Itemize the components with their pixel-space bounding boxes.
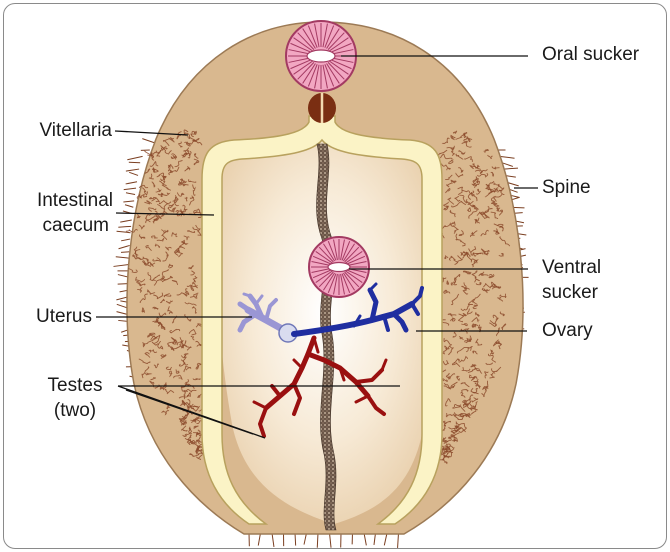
label-intestinal-caecum-line1: Intestinal xyxy=(8,190,113,212)
label-testes-line1: Testes xyxy=(36,375,114,397)
label-ovary: Ovary xyxy=(542,320,593,342)
label-uterus: Uterus xyxy=(8,306,92,328)
diagram-frame: Oral sucker Vitellaria Spine Intestinal … xyxy=(3,3,667,549)
label-ventral-sucker-line1: Ventral xyxy=(542,257,601,279)
label-ventral-sucker-line2: sucker xyxy=(542,282,598,304)
pharynx xyxy=(308,93,336,123)
label-vitellaria: Vitellaria xyxy=(8,120,112,142)
ventral-sucker xyxy=(309,237,369,297)
label-intestinal-caecum-line2: caecum xyxy=(8,215,109,237)
label-oral-sucker: Oral sucker xyxy=(542,44,639,66)
label-spine: Spine xyxy=(542,177,591,199)
label-testes-line2: (two) xyxy=(36,400,114,422)
